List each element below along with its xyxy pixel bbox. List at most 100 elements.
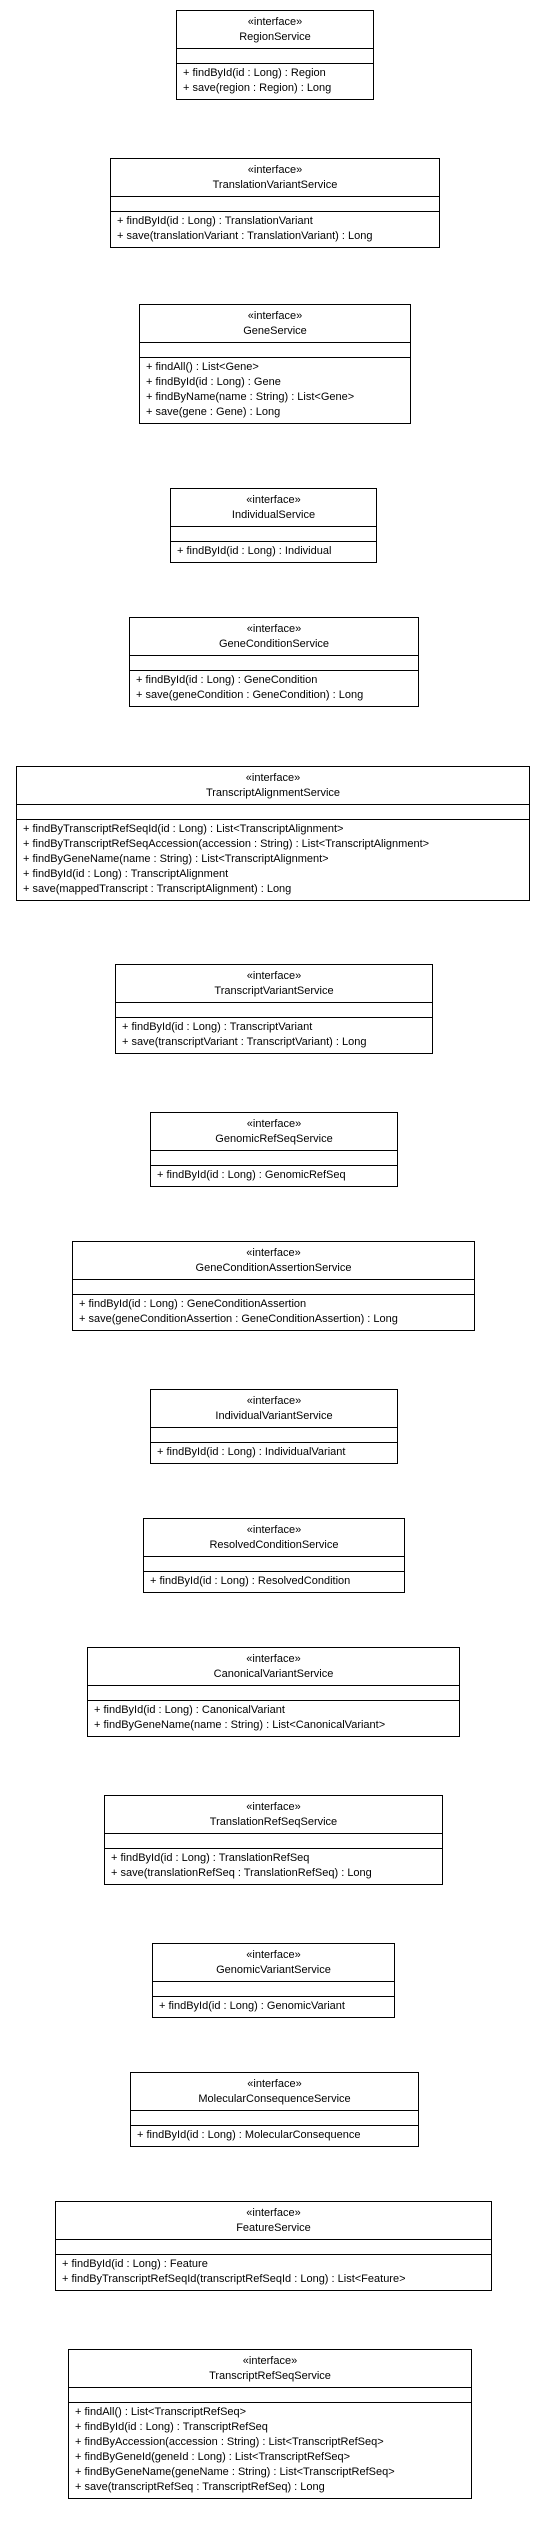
class-header: «interface»TranslationVariantService (111, 159, 439, 197)
operation: + findById(id : Long) : Individual (177, 545, 332, 557)
operations-compartment: + findById(id : Long) : GenomicVariant (153, 1997, 394, 2017)
class-name: TranslationRefSeqService (209, 1816, 338, 1828)
operations-compartment: + findAll() : List<Gene>+ findById(id : … (140, 358, 410, 423)
stereotype-label: «interface» (246, 1247, 301, 1259)
operations-compartment: + findById(id : Long) : TranscriptVarian… (116, 1018, 432, 1053)
operation: + findByTranscriptRefSeqId(id : Long) : … (23, 823, 344, 835)
operation: + findById(id : Long) : Feature (62, 2258, 208, 2270)
class-header: «interface»IndividualVariantService (151, 1390, 397, 1428)
operation: + findByAccession(accession : String) : … (75, 2436, 384, 2448)
class-name: ResolvedConditionService (209, 1539, 339, 1551)
operation: + findByName(name : String) : List<Gene> (146, 391, 355, 403)
class-box-transcript-alignment-service: «interface»TranscriptAlignmentService + f… (16, 766, 530, 901)
operations-compartment: + findById(id : Long) : Feature+ findByT… (56, 2255, 491, 2290)
stereotype-label: «interface» (246, 2207, 301, 2219)
attributes-compartment (144, 1557, 404, 1572)
operation: + save(geneConditionAssertion : GeneCond… (79, 1313, 398, 1325)
class-header: «interface» MolecularConsequenceService (131, 2073, 418, 2111)
class-name: CanonicalVariantService (213, 1668, 334, 1680)
operation: + findById(id : Long) : GenomicVariant (159, 2000, 345, 2012)
operation: + findById(id : Long) : Region (183, 67, 326, 79)
stereotype-label: «interface» (246, 1653, 301, 1665)
operation: + findByGeneName(name : String) : List<T… (23, 853, 329, 865)
class-header: «interface»GenomicRefSeqService (151, 1113, 397, 1151)
stereotype-label: «interface» (247, 164, 303, 176)
class-header: «interface»TranslationRefSeqService (105, 1796, 442, 1834)
attributes-compartment (116, 1003, 432, 1018)
class-name: IndividualVariantService (215, 1410, 333, 1422)
class-name: MolecularConsequenceService (198, 2093, 351, 2105)
stereotype-label: «interface» (247, 16, 303, 28)
operation: + save(geneCondition : GeneCondition) : … (136, 689, 364, 701)
operations-compartment: + findById(id : Long) : TranslationRefSe… (105, 1849, 442, 1884)
attributes-compartment (56, 2240, 491, 2255)
operation: + findById(id : Long) : TranscriptRefSeq (75, 2421, 268, 2433)
operation: + findById(id : Long) : CanonicalVariant (94, 1704, 285, 1716)
operations-compartment: + findById(id : Long) : GeneConditionAss… (73, 1295, 474, 1330)
class-box-transcript-variant-service: «interface» TranscriptVariantService + fin… (115, 964, 433, 1054)
attributes-compartment (151, 1151, 397, 1166)
class-box-gene-condition-service: «interface»GeneConditionService + findByI… (129, 617, 419, 707)
class-header: «interface»GeneService (140, 305, 410, 343)
stereotype-label: «interface» (246, 970, 302, 982)
class-box-resolved-condition-service: «interface»ResolvedConditionService+ fin… (143, 1518, 405, 1593)
operation: + findAll() : List<Gene> (146, 361, 259, 373)
class-box-individual-service: «interface»IndividualService + findById(i… (170, 488, 377, 563)
stereotype-label: «interface» (245, 772, 301, 784)
class-header: «interface»TranscriptRefSeqService (69, 2350, 471, 2388)
operations-compartment: + findByTranscriptRefSeqId(id : Long) : … (17, 820, 529, 900)
operations-compartment: + findById(id : Long) : Region + save(reg… (177, 64, 373, 99)
class-box-translation-ref-seq-service: «interface»TranslationRefSeqService + fin… (104, 1795, 443, 1885)
attributes-compartment (140, 343, 410, 358)
stereotype-label: «interface» (246, 494, 301, 506)
attributes-compartment (177, 49, 373, 64)
operation: + findById(id : Long) : TranslationVaria… (117, 215, 313, 227)
operation: + save(transcriptRefSeq : TranscriptRefS… (75, 2481, 325, 2493)
class-name: RegionService (239, 31, 311, 43)
class-header: «interface» TranscriptVariantService (116, 965, 432, 1003)
operation: + save(region : Region) : Long (183, 82, 332, 94)
operation: + findByGeneId(geneId : Long) : List<Tra… (75, 2451, 351, 2463)
class-header: «interface» CanonicalVariantService (88, 1648, 459, 1686)
class-box-feature-service: «interface» FeatureService + findById(id :… (55, 2201, 492, 2291)
operations-compartment: + findById(id : Long) : Individual (171, 542, 376, 562)
attributes-compartment (105, 1834, 442, 1849)
operations-compartment: + findById(id : Long) : ResolvedConditio… (144, 1572, 404, 1592)
operation: + save(mappedTranscript : TranscriptAlig… (23, 883, 292, 895)
attributes-compartment (130, 656, 418, 671)
stereotype-label: «interface» (246, 1118, 302, 1130)
operation: + save(translationVariant : TranslationV… (117, 230, 373, 242)
stereotype-label: «interface» (246, 623, 302, 635)
operation: + findById(id : Long) : ResolvedConditio… (150, 1575, 351, 1587)
class-box-translation-variant-service: «interface»TranslationVariantService + fi… (110, 158, 440, 248)
operation: + findByTranscriptRefSeqAccession(access… (23, 838, 430, 850)
attributes-compartment (17, 805, 529, 820)
class-header: «interface»IndividualService (171, 489, 376, 527)
class-name: TranscriptVariantService (214, 985, 334, 997)
attributes-compartment (153, 1982, 394, 1997)
stereotype-label: «interface» (247, 2078, 302, 2090)
class-box-genomic-variant-service: «interface»GenomicVariantService+ findBy… (152, 1943, 395, 2018)
operations-compartment: + findById(id : Long) : IndividualVarian… (151, 1443, 397, 1463)
class-name: FeatureService (236, 2222, 311, 2234)
attributes-compartment (131, 2111, 418, 2126)
operation: + findByGeneName(name : String) : List<C… (94, 1719, 386, 1731)
operation: + findById(id : Long) : MolecularConsequ… (137, 2129, 361, 2141)
class-header: «interface»TranscriptAlignmentService (17, 767, 529, 805)
class-box-genomic-ref-seq-service: «interface»GenomicRefSeqService + findByI… (150, 1112, 398, 1187)
class-box-gene-condition-assertion-service: «interface»GeneConditionAssertionService… (72, 1241, 475, 1331)
class-header: «interface»GeneConditionService (130, 618, 418, 656)
class-header: «interface»GeneConditionAssertionService (73, 1242, 474, 1280)
operation: + save(transcriptVariant : TranscriptVar… (122, 1036, 367, 1048)
operation: + findById(id : Long) : GeneCondition (136, 674, 318, 686)
operation: + findById(id : Long) : TranscriptAlignm… (23, 868, 229, 880)
attributes-compartment (171, 527, 376, 542)
class-box-molecular-consequence-service: «interface» MolecularConsequenceService + … (130, 2072, 419, 2147)
operations-compartment: + findById(id : Long) : GenomicRefSeq (151, 1166, 397, 1186)
attributes-compartment (69, 2388, 471, 2403)
class-name: GeneService (243, 325, 307, 337)
class-header: «interface» RegionService (177, 11, 373, 49)
attributes-compartment (111, 197, 439, 212)
operation: + findAll() : List<TranscriptRefSeq> (75, 2406, 247, 2418)
